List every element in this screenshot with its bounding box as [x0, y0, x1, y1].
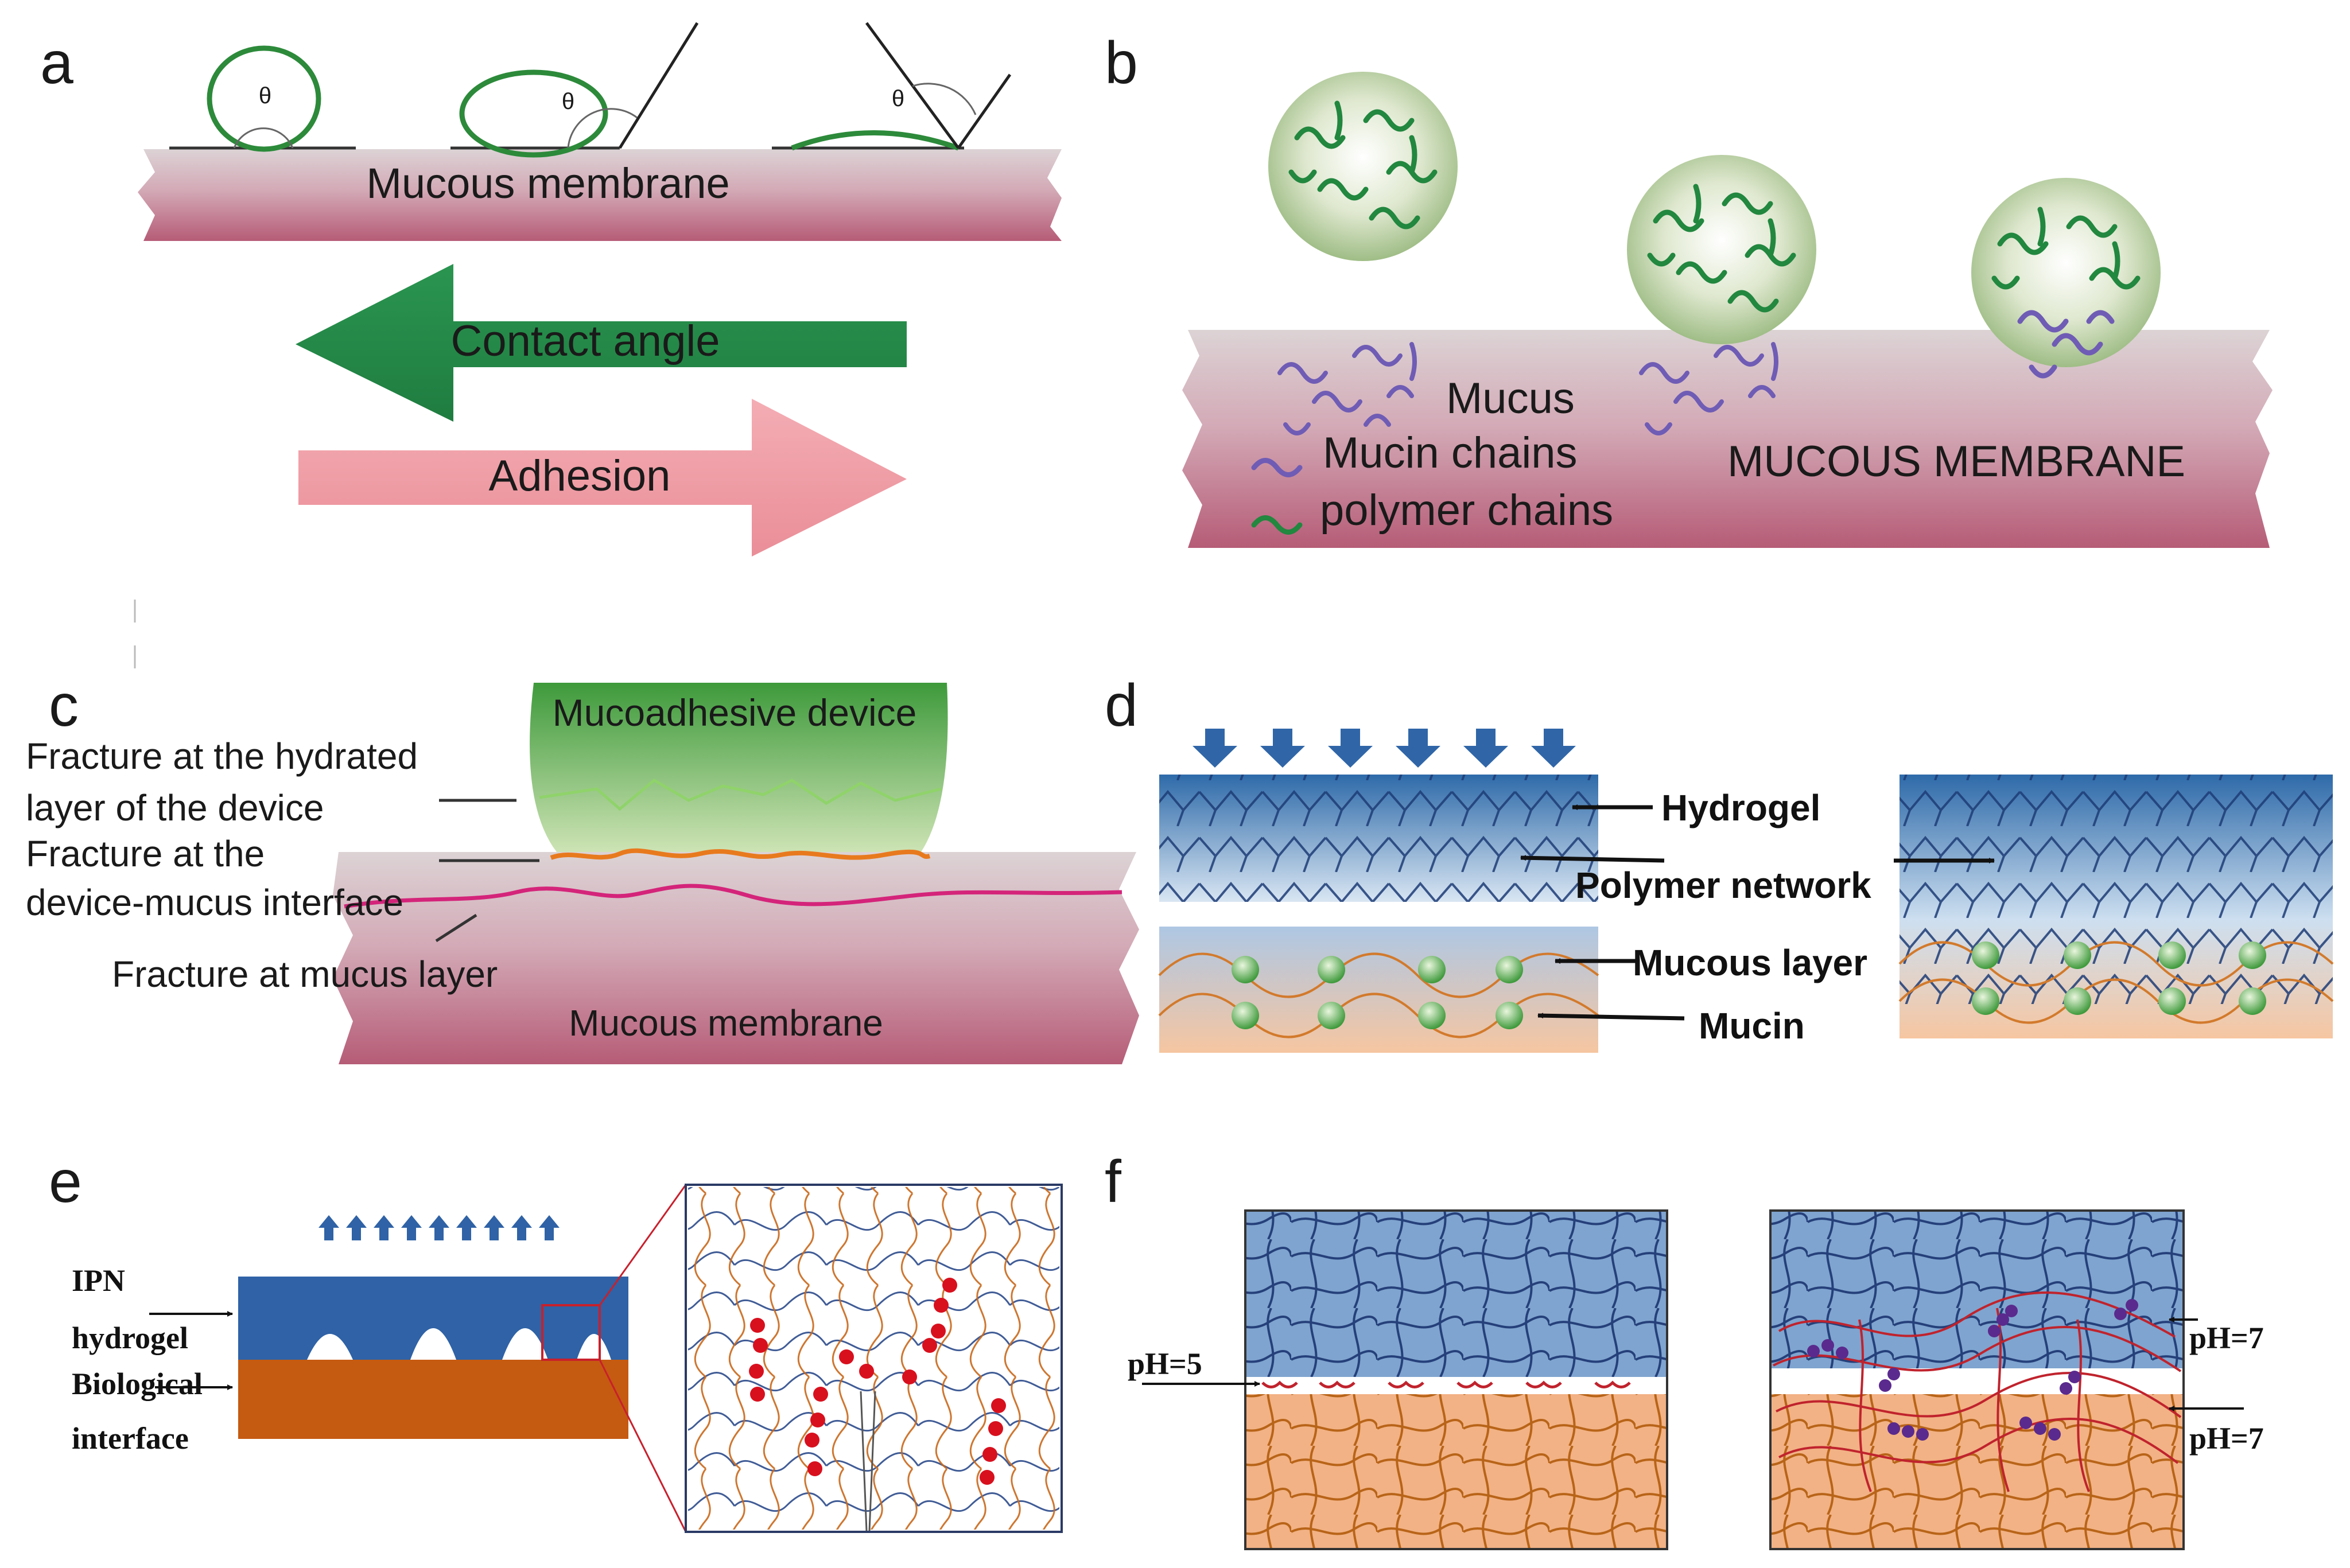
- mucous-membrane-a: [138, 149, 1062, 241]
- droplet-high-angle: θ: [169, 45, 356, 152]
- mucin-label: Mucin: [1699, 1005, 1805, 1046]
- tissue-network-ph5: [1245, 1394, 1667, 1549]
- polymer-particle-2: [1627, 155, 1816, 344]
- ph7-bottom-label: pH=7: [2189, 1421, 2264, 1456]
- fracture-hydrated-line2: layer of the device: [26, 787, 324, 828]
- mucin-glycoprotein-balls: [1232, 956, 1523, 1029]
- fracture-mucus-label: Fracture at mucus layer: [112, 954, 498, 995]
- polymer-legend-swatch: [1251, 515, 1303, 535]
- mucus-label: Mucus: [1446, 374, 1575, 423]
- mucous-membrane-c: [333, 852, 1139, 1064]
- panel-letter-b: b: [1105, 30, 1138, 96]
- membrane-label-c: Mucous membrane: [569, 1002, 883, 1044]
- frame-ph7: [1769, 1209, 2185, 1550]
- interface-cavities: [307, 1328, 611, 1360]
- mucous-membrane-b: [1182, 330, 2273, 548]
- hydrogel-network-ph7: [1770, 1211, 2184, 1374]
- red-crosslink-dots: [749, 1278, 1006, 1485]
- panel-letter-f: f: [1105, 1149, 1122, 1215]
- biological-interface-block: [238, 1360, 628, 1439]
- device-label: Mucoadhesive device: [553, 691, 917, 734]
- droplet-medium-angle: θ: [450, 22, 699, 158]
- panel-b: b Mucus Mucin chains polymer chains MUCO…: [1105, 30, 2273, 548]
- hydrated-layer-fracture-line: [539, 778, 942, 811]
- fracture-hydrated-line1: Fracture at the hydrated: [26, 736, 418, 777]
- polymer-network-label: Polymer network: [1575, 865, 1871, 906]
- membrane-label-a: Mucous membrane: [366, 159, 729, 207]
- purple-crosslink-dots-ph7: [1807, 1299, 2138, 1441]
- ipn-label: IPN: [72, 1263, 125, 1298]
- droplet-low-angle: θ: [772, 22, 1012, 151]
- fracture-interface-line2: device-mucus interface: [26, 882, 403, 923]
- panel-f: f pH=5: [1105, 1149, 2264, 1550]
- combined-mucin-balls: [1972, 941, 2266, 1015]
- mucus-layer-fracture-line: [344, 884, 1122, 909]
- tissue-network-ph7: [1770, 1394, 2184, 1549]
- panel-letter-d: d: [1105, 672, 1138, 739]
- zoom-line-top: [599, 1184, 687, 1306]
- adhesion-arrow: [298, 399, 907, 557]
- membrane-label-b: MUCOUS MEMBRANE: [1727, 437, 2185, 486]
- crack: [860, 1391, 876, 1531]
- polymer-network-pointer-left: [1520, 855, 1665, 863]
- collapsed-chains-ph5: [1261, 1380, 1631, 1388]
- panel-letter-a: a: [40, 30, 73, 96]
- hydrogel-network-ph5: [1245, 1211, 1667, 1377]
- fracture-interface-line1: Fracture at the: [26, 833, 265, 874]
- mucoadhesive-device: [530, 683, 948, 852]
- leader-line-3: [435, 913, 477, 943]
- zoom-box: [541, 1304, 601, 1361]
- contact-angle-arrow: [296, 264, 907, 422]
- biological-label: Biological: [72, 1367, 203, 1401]
- mucous-layer-label: Mucous layer: [1633, 942, 1867, 983]
- polymer-particle-1: [1268, 72, 1458, 261]
- polymer-chains-legend: polymer chains: [1320, 486, 1613, 535]
- frame-ph5: [1244, 1209, 1668, 1550]
- panel-a: a Mucous membrane θ θ θ: [40, 22, 1062, 557]
- theta-symbol-2: θ: [562, 89, 574, 114]
- ipn-hydrogel-label: hydrogel: [72, 1321, 188, 1355]
- combined-network: [1900, 775, 2333, 1004]
- panel-c: c Mucoadhesive device Fracture at the hy…: [26, 672, 1139, 1064]
- mucin-chains-2: [1639, 342, 1778, 435]
- zoomed-orange-chains: [688, 1187, 1059, 1530]
- hydrogel-polymer-network: [1159, 775, 1598, 902]
- mucin-chains-1: [1277, 342, 1417, 435]
- panel-letter-e: e: [49, 1149, 82, 1215]
- panel-letter-c: c: [49, 672, 79, 739]
- detachment-arrows: [318, 1215, 560, 1240]
- theta-symbol-1: θ: [259, 83, 271, 108]
- zoom-line-bottom: [599, 1359, 687, 1532]
- device-mucus-interface-line: [550, 848, 931, 860]
- panel-e: e IPN hydrogel Biological interface: [49, 1149, 1063, 1533]
- theta-symbol-3: θ: [892, 86, 904, 111]
- ph7-top-label: pH=7: [2189, 1321, 2264, 1355]
- pressure-arrows: [1193, 729, 1576, 768]
- adhesion-label: Adhesion: [489, 452, 671, 500]
- mucin-legend-swatch: [1251, 458, 1303, 477]
- polymer-particle-3: [1971, 178, 2161, 379]
- mucin-pointer: [1537, 1013, 1685, 1021]
- mucous-layer-block: [1159, 927, 1598, 1053]
- contact-angle-label: Contact angle: [451, 317, 720, 365]
- mucin-chains-legend: Mucin chains: [1323, 429, 1578, 477]
- interface-label: interface: [72, 1421, 189, 1456]
- panel-d: d Hydrogel: [1105, 672, 2334, 1053]
- hydrogel-label-d: Hydrogel: [1661, 787, 1820, 828]
- ph5-label: pH=5: [1128, 1347, 1202, 1381]
